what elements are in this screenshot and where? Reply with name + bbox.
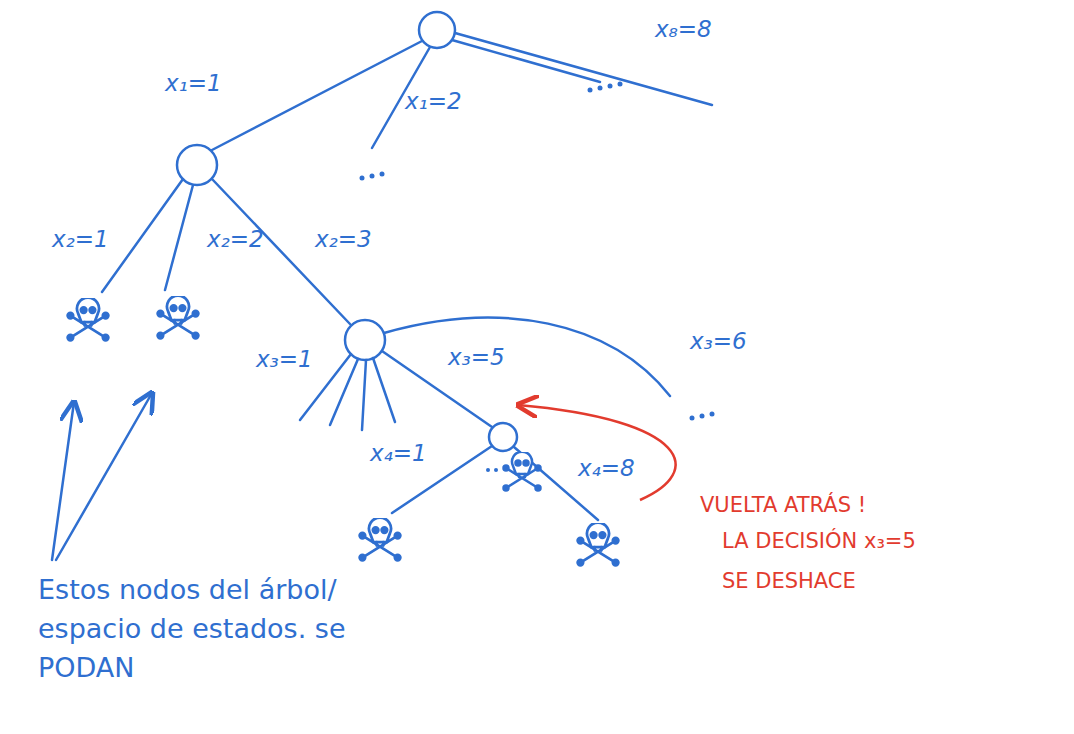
edge-label: x₁=2 <box>405 88 462 114</box>
edge-label: x₂=2 <box>207 226 264 252</box>
tree-node <box>419 12 455 48</box>
backtrack-note: LA DECISIÓN x₃=5 SE DESHACE <box>722 522 937 602</box>
pruning-note: Estos nodos del árbol/ espacio de estado… <box>38 570 348 687</box>
edge-label: x₁=1 <box>165 70 222 96</box>
edge-label: x₄=8 <box>578 455 635 481</box>
edge-label: x₄=1 <box>370 440 427 466</box>
edge-label: x₂=1 <box>52 226 109 252</box>
backtrack-note: VUELTA ATRÁS ! <box>700 486 915 526</box>
edge-label: x₃=1 <box>256 346 313 372</box>
edge-label: x₈=8 <box>655 16 712 42</box>
edge-label: x₃=5 <box>448 344 505 370</box>
edge-label: x₃=6 <box>690 328 747 354</box>
backtrack-arrow <box>518 405 676 500</box>
edge-label: x₂=3 <box>315 226 372 252</box>
